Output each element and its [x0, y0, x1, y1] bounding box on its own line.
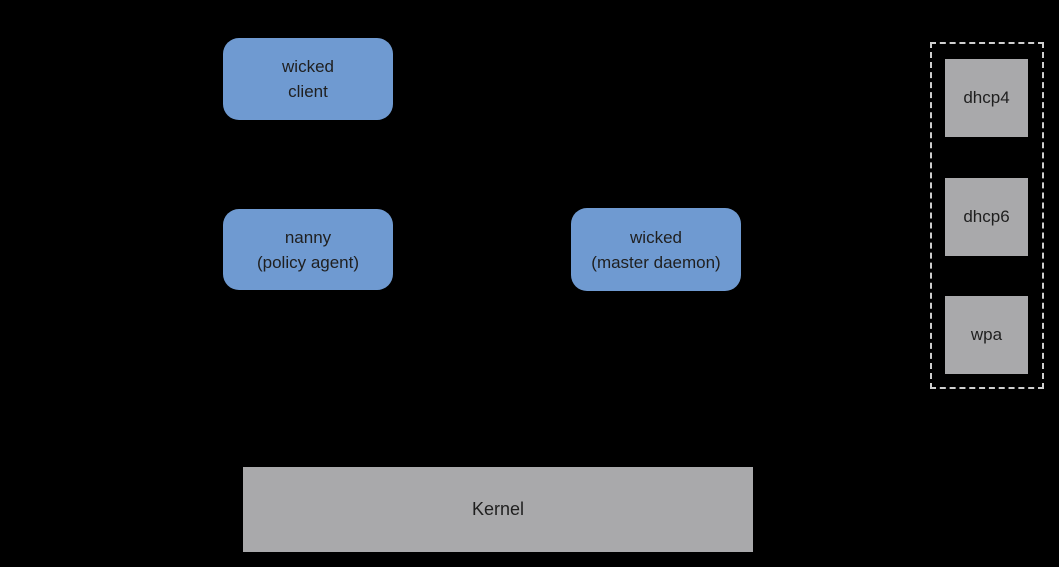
wicked-client-node: wicked client: [223, 38, 393, 120]
nanny-label-line1: nanny: [284, 227, 332, 247]
dhcp4-label: dhcp4: [963, 88, 1010, 107]
wicked-client-label-line2: client: [288, 82, 328, 101]
supplicant-box-dhcp6: dhcp6: [945, 178, 1028, 256]
nanny-policy-agent-node: nanny (policy agent): [223, 209, 393, 290]
kernel-label: Kernel: [471, 499, 525, 519]
wicked-master-daemon-node: wicked (master daemon): [571, 208, 741, 291]
nanny-label-line2: (policy agent): [256, 252, 360, 272]
supplicants-group-dashed-box: [930, 42, 1044, 389]
kernel-node: Kernel: [243, 467, 753, 552]
wicked-master-label-line2: (master daemon): [591, 252, 721, 272]
wpa-label: wpa: [970, 325, 1003, 344]
wicked-master-label-line1: wicked: [630, 227, 682, 247]
wicked-client-label-line1: wicked: [282, 57, 334, 76]
supplicant-box-wpa: wpa: [945, 296, 1028, 374]
dhcp6-label: dhcp6: [963, 207, 1010, 226]
supplicant-box-dhcp4: dhcp4: [945, 59, 1028, 137]
